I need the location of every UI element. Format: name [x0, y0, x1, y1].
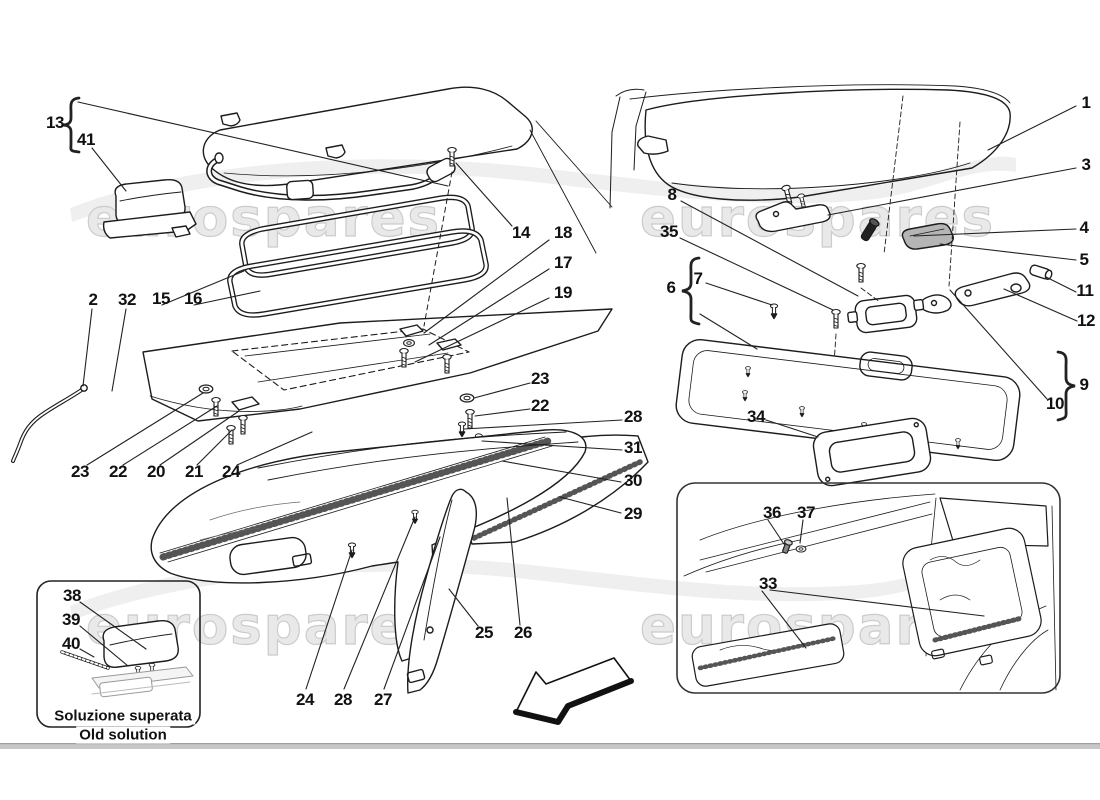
part-callout-41: 41: [76, 130, 96, 149]
part-callout-23: 23: [530, 369, 550, 388]
part-callout-17: 17: [553, 253, 573, 272]
part-callout-12: 12: [1076, 311, 1096, 330]
part-callout-10: 10: [1045, 394, 1065, 413]
inset-caption-english: Old solution: [76, 726, 170, 744]
brace-13: [61, 96, 81, 154]
lid-clip: [220, 112, 241, 127]
part-callout-24: 24: [221, 462, 241, 481]
stowage-inset: [676, 482, 1061, 694]
direction-arrow-icon: [513, 657, 634, 725]
release-lever: [954, 272, 1031, 307]
part-callout-26: 26: [513, 623, 533, 642]
part-callout-28: 28: [623, 407, 643, 426]
part-callout-9: 9: [1079, 375, 1089, 394]
glass-lid-panel: [202, 86, 533, 187]
gasket-frame: [812, 417, 932, 487]
latch-housing: [847, 294, 925, 334]
part-callout-18: 18: [553, 223, 573, 242]
part-callout-6: 6: [666, 278, 676, 297]
part-callout-28: 28: [333, 690, 353, 709]
part-callout-36: 36: [762, 503, 782, 522]
part-callout-16: 16: [183, 289, 203, 308]
hinge-plate: [399, 324, 424, 337]
glass-lid-assembly: [102, 86, 613, 327]
drain-cable: [11, 384, 88, 463]
part-callout-13: 13: [45, 113, 65, 132]
latch-part-41: [102, 178, 197, 239]
sunroof-opening: [231, 328, 470, 391]
brace-9: [1056, 350, 1076, 422]
pillar-trim: [406, 488, 478, 694]
lid-front-hook: [637, 135, 669, 155]
hinge-lever: [755, 201, 831, 233]
inset-box: [676, 482, 1061, 694]
seal-ring-lower: [227, 228, 489, 318]
shelf-panel: [691, 623, 845, 687]
part-callout-31: 31: [623, 438, 643, 457]
brace-6: [681, 256, 701, 326]
lid-clip: [325, 144, 346, 159]
part-callout-7: 7: [693, 269, 703, 288]
seal-ring-upper: [239, 194, 475, 278]
quarter-window: [939, 497, 1049, 547]
part-callout-14: 14: [511, 223, 531, 242]
part-callout-29: 29: [623, 504, 643, 523]
part-callout-23: 23: [70, 462, 90, 481]
part-callout-20: 20: [146, 462, 166, 481]
part-callout-19: 19: [553, 283, 573, 302]
part-callout-4: 4: [1079, 218, 1089, 237]
part-callout-25: 25: [474, 623, 494, 642]
mount-plate: [231, 396, 260, 411]
leader-lines: [61, 96, 1078, 690]
stowage-pin: [782, 539, 793, 554]
part-callout-38: 38: [62, 586, 82, 605]
part-callout-3: 3: [1081, 155, 1091, 174]
part-callout-15: 15: [151, 289, 171, 308]
part-callout-27: 27: [373, 690, 393, 709]
roof-lid-panel: [644, 88, 1011, 201]
part-callout-39: 39: [61, 610, 81, 629]
part-callout-30: 30: [623, 471, 643, 490]
part-callout-33: 33: [758, 574, 778, 593]
part-callout-35: 35: [659, 222, 679, 241]
hinge-plate: [436, 338, 462, 351]
stowed-lid-cover: [902, 527, 1042, 666]
footer-divider: [0, 743, 1100, 749]
headliner-assembly: [150, 429, 649, 694]
inset-caption-italian: Soluzione superata: [51, 707, 195, 725]
right-lid-assembly: [609, 84, 1053, 487]
part-callout-22: 22: [530, 396, 550, 415]
part-callout-21: 21: [184, 462, 204, 481]
part-callout-40: 40: [61, 634, 81, 653]
part-callout-1: 1: [1081, 93, 1091, 112]
roof-panel: [142, 308, 613, 422]
part-callout-32: 32: [117, 290, 137, 309]
part-callout-37: 37: [796, 503, 816, 522]
part-callout-34: 34: [746, 407, 766, 426]
old-rod: [60, 650, 110, 670]
pivot-bolt: [1029, 264, 1053, 280]
part-callout-2: 2: [88, 290, 98, 309]
pin-bolt: [860, 218, 880, 242]
part-callout-5: 5: [1079, 250, 1089, 269]
part-callout-11: 11: [1076, 281, 1094, 300]
part-callout-8: 8: [667, 185, 677, 204]
part-callout-24: 24: [295, 690, 315, 709]
part-callout-22: 22: [108, 462, 128, 481]
